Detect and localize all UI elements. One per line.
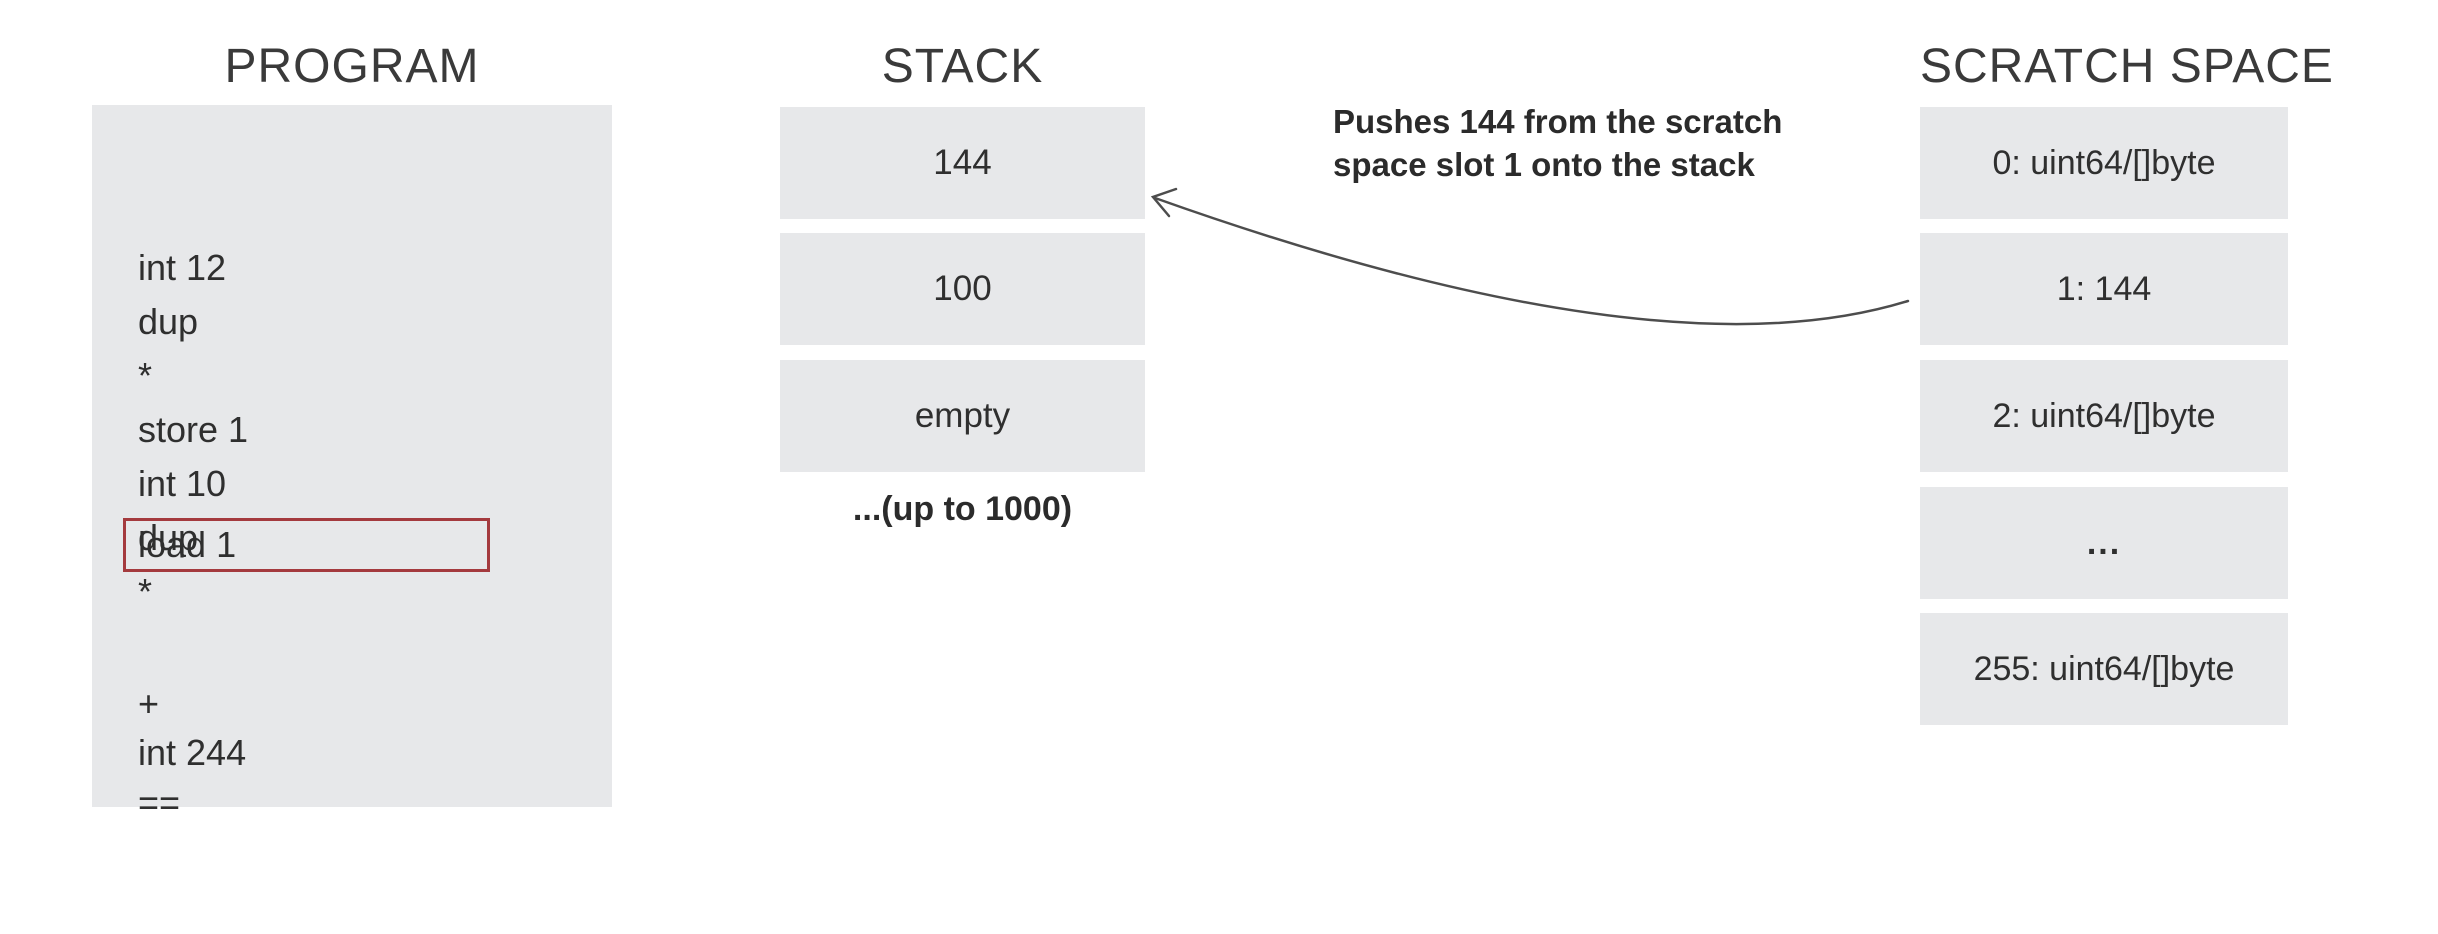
stack-slot-1: 100 <box>780 233 1145 345</box>
program-instruction: == <box>138 782 181 823</box>
program-title: PROGRAM <box>224 40 480 93</box>
stack-slot-2: empty <box>780 360 1145 472</box>
arrow-head-icon <box>1150 187 1178 218</box>
push-annotation: Pushes 144 from the scratch space slot 1… <box>1333 100 1782 186</box>
program-instruction: int 12 <box>138 247 227 288</box>
stack-slot-0: 144 <box>780 107 1145 219</box>
program-instruction: dup <box>138 301 199 342</box>
scratch-slot-1: 1: 144 <box>1920 233 2288 345</box>
program-instruction: int 244 <box>138 732 247 773</box>
program-instruction: dup <box>138 517 199 558</box>
scratch-space-title: SCRATCH SPACE <box>1920 40 2334 93</box>
current-instruction-highlight-box: load 1 <box>123 518 490 572</box>
program-instruction: store 1 <box>138 409 249 450</box>
program-instruction: * <box>138 355 153 396</box>
program-instruction-current: load 1 <box>138 524 237 565</box>
scratch-slot-ellipsis: ... <box>1920 487 2288 599</box>
program-box: int 12 dup * store 1 int 10 dup * load 1… <box>92 105 612 823</box>
push-annotation-line: space slot 1 onto the stack <box>1333 146 1755 183</box>
scratch-slot-2: 2: uint64/[]byte <box>1920 360 2288 472</box>
program-instruction: + <box>138 683 160 724</box>
stack-capacity-note: ...(up to 1000) <box>852 490 1073 528</box>
stack-title: STACK <box>881 40 1044 93</box>
scratch-slot-255: 255: uint64/[]byte <box>1920 613 2288 725</box>
program-instruction: * <box>138 571 153 612</box>
program-instruction: int 10 <box>138 463 227 504</box>
arrow-curve <box>1153 196 1910 326</box>
scratch-slot-0: 0: uint64/[]byte <box>1920 107 2288 219</box>
push-annotation-line: Pushes 144 from the scratch <box>1333 103 1783 140</box>
